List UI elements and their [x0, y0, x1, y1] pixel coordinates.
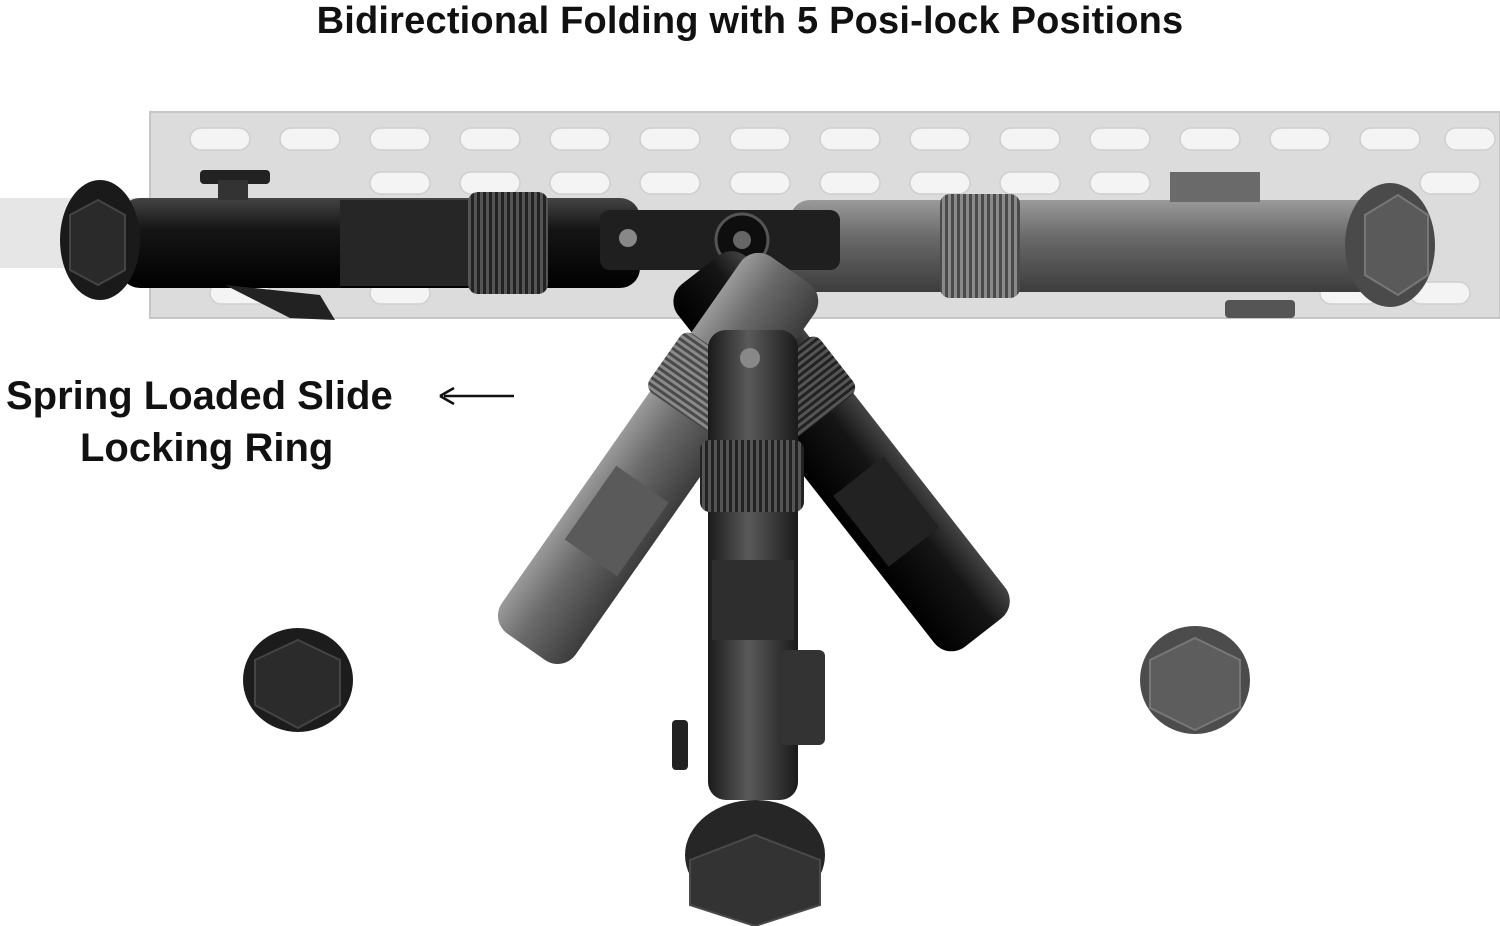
callout-line-2: Locking Ring [80, 426, 334, 470]
leg-vertical-center [672, 330, 825, 800]
callout-arrow-icon [439, 386, 514, 406]
page-title: Bidirectional Folding with 5 Posi-lock P… [316, 0, 1184, 42]
leg-horizontal-right [790, 172, 1435, 318]
leg-horizontal-left [60, 170, 640, 320]
foot-pad-center [685, 800, 825, 926]
spring-loaded-slide-callout: Spring Loaded Slide Locking Ring [6, 370, 393, 474]
foot-pad-right [1140, 626, 1250, 734]
foot-pad-left [243, 628, 353, 732]
callout-line-1: Spring Loaded Slide [6, 374, 393, 418]
